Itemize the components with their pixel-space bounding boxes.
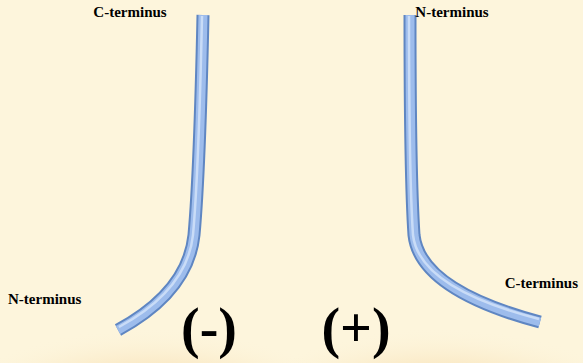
peptide-left (118, 15, 203, 330)
charge-sign: (-) (181, 300, 237, 356)
terminus-label: N-terminus (415, 5, 488, 20)
terminus-label: N-terminus (8, 292, 81, 307)
charge-sign: (+) (321, 300, 390, 356)
terminus-label: C-terminus (505, 276, 578, 291)
terminus-label: C-terminus (93, 5, 166, 20)
